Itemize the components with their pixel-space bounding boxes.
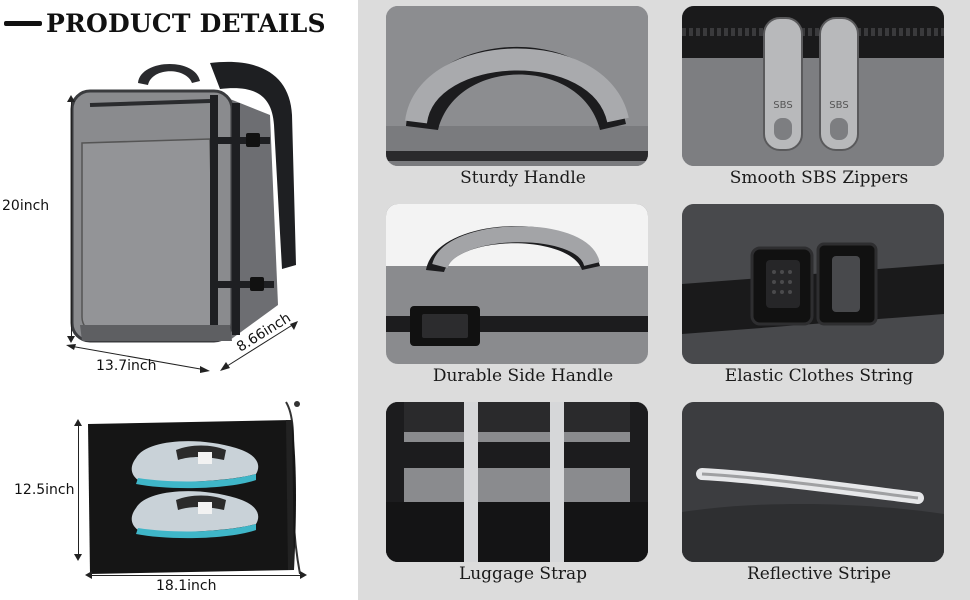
feature-grid: Sturdy Handle SBS SBS Smooth SBS Zippers: [358, 0, 970, 600]
feature-reflective-stripe: Reflective Stripe: [674, 396, 946, 584]
luggage-strap-photo: [386, 402, 648, 562]
feature-label: Elastic Clothes String: [724, 366, 914, 386]
shoe-bag-height-line: [78, 424, 79, 558]
shoe-bag-image: [88, 401, 301, 575]
depth-dimension-line: [220, 321, 298, 371]
backpack-image: [70, 61, 296, 343]
feature-sturdy-handle: Sturdy Handle: [378, 0, 650, 188]
shoe-bag-width-label: 18.1inch: [156, 578, 217, 594]
arrow-down-icon: [67, 336, 75, 343]
zipper-text: SBS: [829, 100, 848, 111]
handle-photo: [386, 6, 648, 166]
feature-elastic-string: Elastic Clothes String: [674, 198, 946, 386]
backpack-width-label: 13.7inch: [96, 358, 157, 374]
arrow-down-icon: [74, 554, 82, 561]
shoe-bag-width-line: [90, 575, 302, 576]
feature-sbs-zippers: SBS SBS Smooth SBS Zippers: [674, 0, 946, 188]
feature-side-handle: Durable Side Handle: [378, 198, 650, 386]
page-title: PRODUCT DETAILS: [46, 8, 326, 38]
arrow-right-icon: [300, 571, 307, 579]
title-dash: [4, 20, 42, 26]
feature-label: Reflective Stripe: [746, 564, 892, 584]
feature-label: Durable Side Handle: [432, 366, 614, 386]
arrow-left-icon: [85, 571, 92, 579]
shoe-bag-height-label: 12.5inch: [14, 482, 75, 498]
zipper-text: SBS: [773, 100, 792, 111]
arrow-up-icon: [67, 95, 75, 102]
reflective-stripe-photo: [682, 402, 944, 562]
feature-label: Sturdy Handle: [460, 168, 586, 188]
feature-label: Smooth SBS Zippers: [729, 168, 909, 188]
feature-luggage-strap: Luggage Strap: [378, 396, 650, 584]
zipper-photo: SBS SBS: [682, 6, 944, 166]
left-column: PRODUCT DETAILS 20inch 13: [0, 0, 358, 600]
width-dimension-line: [66, 344, 210, 373]
feature-label: Luggage Strap: [458, 564, 588, 584]
height-dimension-line: [71, 100, 72, 340]
section-header: PRODUCT DETAILS: [4, 6, 326, 40]
backpack-height-label: 20inch: [2, 198, 50, 214]
side-handle-photo: [386, 204, 648, 364]
arrow-up-icon: [74, 419, 82, 426]
buckle-photo: [682, 204, 944, 364]
